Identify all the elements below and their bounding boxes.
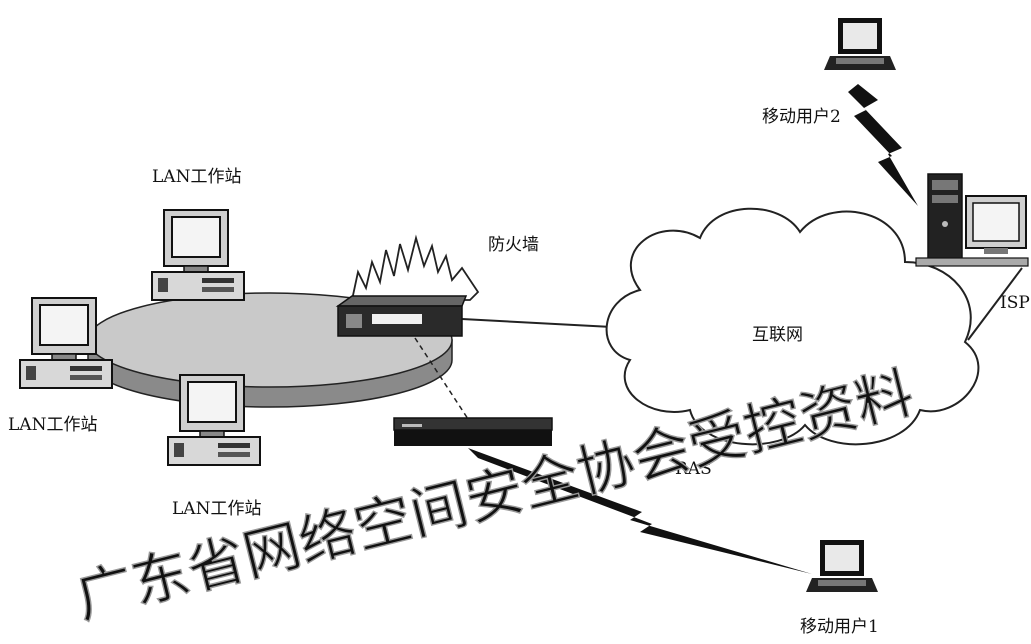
label-lan-top: LAN工作站 <box>152 167 241 187</box>
firewall-internet-link <box>461 318 613 328</box>
mobile-user-1-laptop-icon <box>806 540 878 592</box>
label-firewall: 防火墙 <box>488 235 539 255</box>
ras-device <box>393 417 553 446</box>
isp-server-icon <box>915 173 1029 267</box>
mobile-user-2-laptop-icon <box>824 18 896 70</box>
firewall-device <box>335 295 468 337</box>
lan-workstation-top-icon <box>151 209 245 301</box>
internet-cloud <box>605 207 980 446</box>
label-ras: RAS <box>675 459 712 479</box>
wireless-link-mobile-user-2 <box>848 84 918 206</box>
label-lan-left: LAN工作站 <box>8 415 97 435</box>
firewall-flames <box>350 234 480 301</box>
label-lan-bottom: LAN工作站 <box>172 499 261 519</box>
label-isp: ISP <box>1000 293 1030 313</box>
internet-isp-link <box>967 267 1023 341</box>
label-mobile-user-1: 移动用户1 <box>800 617 879 637</box>
label-internet: 互联网 <box>752 325 803 345</box>
firewall-ras-dashed-link <box>414 337 471 423</box>
label-mobile-user-2: 移动用户2 <box>762 107 841 127</box>
